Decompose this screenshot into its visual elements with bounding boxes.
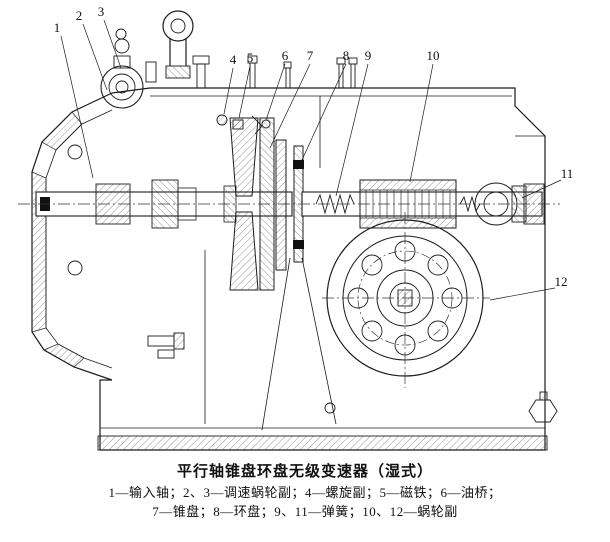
gearbox-housing — [97, 87, 548, 451]
callout-8: 8 — [343, 48, 350, 63]
leader-lines — [60, 19, 562, 301]
callout-2: 2 — [76, 8, 83, 23]
callout-4: 4 — [230, 52, 237, 67]
hex-bolt — [528, 399, 558, 423]
figure-caption-title: 平行轴锥盘环盘无级变速器（湿式） — [176, 464, 433, 480]
drawing-canvas: 1 2 3 4 5 6 7 8 9 10 11 12 — [18, 4, 574, 451]
centerlines — [18, 203, 560, 388]
callout-11: 11 — [561, 166, 574, 181]
callout-7: 7 — [307, 48, 314, 63]
spring-left — [315, 193, 355, 215]
callout-10: 10 — [427, 48, 440, 63]
callout-9: 9 — [365, 48, 372, 63]
figure-caption: 平行轴锥盘环盘无级变速器（湿式） 1—输入轴；2、3—调速蜗轮副；4—螺旋副；5… — [0, 462, 610, 521]
lifting-eye — [162, 10, 194, 79]
callout-labels: 1 2 3 4 5 6 7 8 9 10 11 12 — [54, 4, 574, 289]
callout-12: 12 — [555, 274, 568, 289]
bottom-details — [147, 332, 558, 423]
callout-5: 5 — [247, 50, 254, 65]
callout-1: 1 — [54, 20, 61, 35]
left-bell-housing — [31, 92, 113, 381]
speed-adjust-worm-housing — [100, 28, 144, 109]
cone-disc — [223, 117, 287, 291]
figure-legend-line-2: 7—锥盘；8—环盘；9、11—弹簧；10、12—蜗轮副 — [152, 503, 458, 519]
callout-3: 3 — [98, 4, 105, 19]
callout-6: 6 — [282, 48, 289, 63]
cover-bolts — [145, 55, 358, 89]
figure-legend-line-1: 1—输入轴；2、3—调速蜗轮副；4—螺旋副；5—磁铁；6—油桥； — [108, 484, 502, 500]
technical-drawing: 1 2 3 4 5 6 7 8 9 10 11 12 — [18, 4, 574, 451]
